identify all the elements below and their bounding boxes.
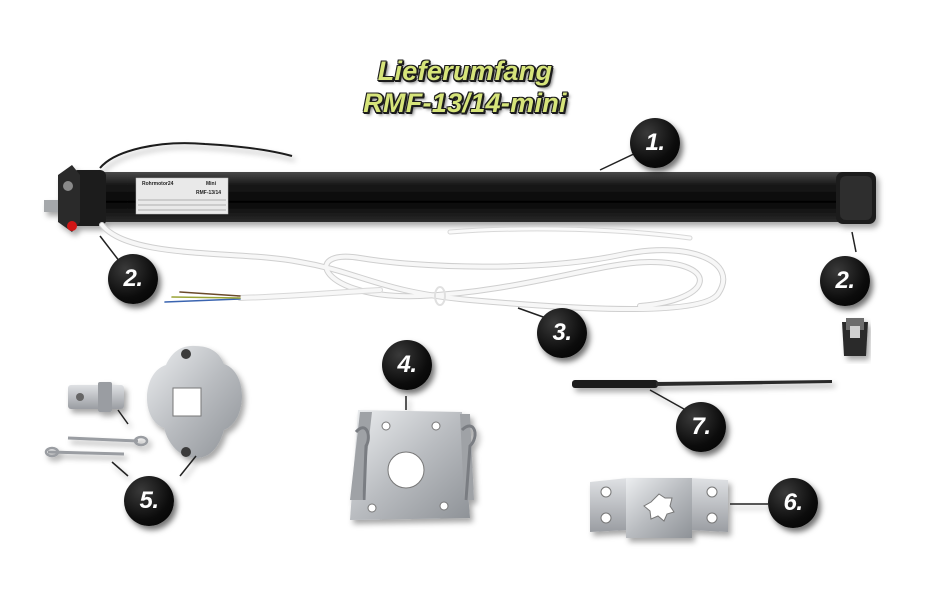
- motor-tube: [44, 142, 876, 232]
- badge-connectors: [99, 151, 857, 319]
- motor-label-brand: Rohrmotor24: [142, 181, 174, 187]
- motor-label-model: RMF-13/14: [196, 190, 222, 196]
- end-adapter-part: [842, 318, 868, 356]
- wall-bracket: [350, 396, 477, 520]
- badge-1: 1.: [630, 118, 680, 168]
- badge-6: 6.: [768, 478, 818, 528]
- motor-bracket: [590, 478, 768, 538]
- adapter-set: [44, 345, 242, 477]
- badge-2-left: 2.: [108, 254, 158, 304]
- badge-3: 3.: [537, 308, 587, 358]
- badge-2-right: 2.: [820, 256, 870, 306]
- badge-7: 7.: [676, 402, 726, 452]
- badge-4: 4.: [382, 340, 432, 390]
- title-line-2: RMF-13/14-mini: [363, 88, 567, 118]
- title-line-1: Lieferumfang: [377, 56, 553, 86]
- badge-5: 5.: [124, 476, 174, 526]
- power-cable: [99, 222, 727, 313]
- motor-label-series: Mini: [206, 181, 216, 187]
